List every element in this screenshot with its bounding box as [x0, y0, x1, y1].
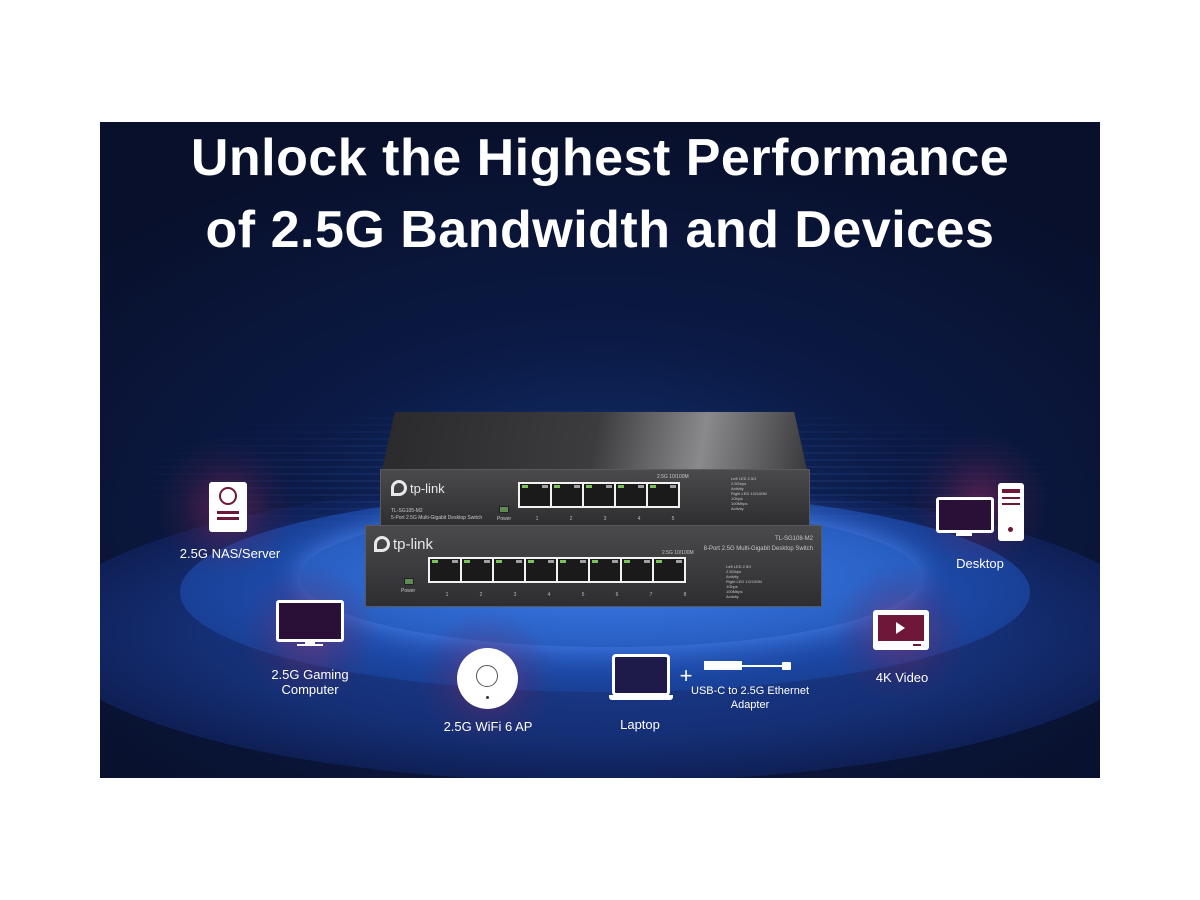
led-legend-item: Right LED 1G/100M — [731, 491, 767, 496]
port-number: 4 — [547, 592, 551, 598]
port-number: 8 — [683, 592, 687, 598]
power-led — [404, 578, 414, 585]
ethernet-port — [526, 559, 556, 581]
port-numbers: 1 2 3 4 5 — [520, 516, 690, 522]
product-banner: Unlock the Highest Performance of 2.5G B… — [100, 122, 1100, 778]
port-number: 5 — [581, 592, 585, 598]
headline-line2: of 2.5G Bandwidth and Devices — [205, 201, 995, 259]
ethernet-port — [648, 484, 678, 506]
ethernet-port — [462, 559, 492, 581]
ethernet-port — [584, 484, 614, 506]
port-row — [518, 482, 680, 508]
ap-label: 2.5G WiFi 6 AP — [443, 719, 533, 734]
power-label: Power — [401, 588, 416, 594]
led-legend-item: Activity — [726, 594, 739, 599]
adapter-label: USB-C to 2.5G Ethernet Adapter — [691, 685, 809, 711]
ethernet-port — [494, 559, 524, 581]
led-legend-item: 100Mbps — [726, 589, 743, 594]
plus-sign: + — [679, 663, 693, 688]
port-row — [428, 557, 686, 583]
led-legend-item: Right LED 1G/100M — [726, 579, 762, 584]
ethernet-port — [520, 484, 550, 506]
port-header: 2.5G 10/100M — [657, 474, 689, 480]
switch-tl-sg105-m2: tp-link TL-SG105-M2 5-Port 2.5G Multi-Gi… — [380, 469, 810, 527]
usb-c-adapter-icon — [704, 659, 794, 671]
led-legend-item: Left LED 2.5G — [731, 476, 757, 481]
ethernet-port — [654, 559, 684, 581]
tp-link-logo: tp-link — [374, 536, 433, 553]
port-number: 1 — [535, 516, 539, 522]
led-legend-item: Activity — [731, 506, 744, 511]
port-numbers: 1 2 3 4 5 6 7 8 — [430, 592, 702, 598]
gaming-computer-label: 2.5G Gaming Computer — [271, 667, 349, 697]
laptop-label: Laptop — [620, 717, 660, 732]
port-number: 2 — [479, 592, 483, 598]
led-legend-item: 2.5Gbps — [726, 569, 742, 574]
led-legend-item: Activity — [731, 486, 744, 491]
port-number: 3 — [603, 516, 607, 522]
led-legend-item: 2.5Gbps — [731, 481, 747, 486]
video-label: 4K Video — [875, 670, 929, 685]
port-number: 5 — [671, 516, 675, 522]
ethernet-port — [558, 559, 588, 581]
switch-description: 8-Port 2.5G Multi-Gigabit Desktop Switch — [703, 546, 813, 552]
led-legend-item: 1Gbps — [731, 496, 743, 501]
led-legend-item: 100Mbps — [731, 501, 748, 506]
tp-link-logo: tp-link — [391, 480, 445, 496]
port-number: 7 — [649, 592, 653, 598]
port-number: 6 — [615, 592, 619, 598]
switch-description: 5-Port 2.5G Multi-Gigabit Desktop Switch — [391, 515, 483, 521]
desktop-tower-icon — [936, 483, 1026, 541]
access-point-icon — [457, 648, 518, 709]
ethernet-port — [616, 484, 646, 506]
switch-model: TL-SG105-M2 — [391, 508, 423, 514]
port-number: 2 — [569, 516, 573, 522]
power-label: Power — [497, 516, 512, 522]
power-led — [499, 506, 509, 513]
ethernet-port — [590, 559, 620, 581]
port-header: 2.5G 10/100M — [662, 550, 694, 556]
ethernet-port — [552, 484, 582, 506]
monitor-icon — [276, 600, 344, 646]
switch-model: TL-SG108-M2 — [774, 536, 813, 542]
headline-line1: Unlock the Highest Performance — [190, 129, 1010, 187]
led-legend-item: Left LED 2.5G — [726, 564, 752, 569]
led-legend-item: Activity — [726, 574, 739, 579]
ethernet-port — [430, 559, 460, 581]
nas-server-icon — [209, 482, 247, 532]
ethernet-port — [622, 559, 652, 581]
switch-top-lid — [382, 412, 807, 470]
port-number: 3 — [513, 592, 517, 598]
desktop-label: Desktop — [956, 556, 1004, 571]
nas-label: 2.5G NAS/Server — [179, 546, 281, 561]
port-number: 4 — [637, 516, 641, 522]
switch-tl-sg108-m2: tp-link TL-SG108-M2 8-Port 2.5G Multi-Gi… — [365, 525, 822, 607]
video-play-icon — [873, 610, 929, 650]
port-number: 1 — [445, 592, 449, 598]
laptop-icon — [609, 654, 673, 700]
led-legend-item: 1Gbps — [726, 584, 738, 589]
